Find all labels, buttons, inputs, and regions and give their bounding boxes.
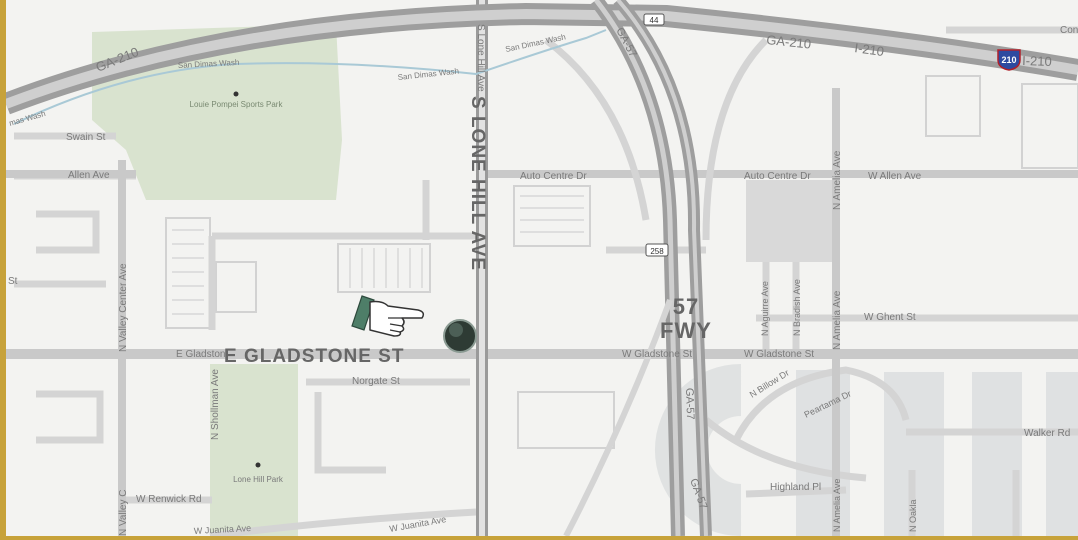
e-gladstone-st-highlight-label: E GLADSTONE ST: [224, 346, 404, 367]
shield-258-label: 258: [650, 247, 664, 256]
park-south: [210, 364, 298, 536]
w-ghent-st-label: W Ghent St: [864, 312, 916, 323]
major-streets: [6, 88, 1078, 536]
san-dimas-wash: [13, 29, 607, 125]
n-valley-center-ave-label: N Valley Center Ave: [118, 263, 129, 352]
e-gladstone-small-label: E Gladston: [176, 349, 225, 360]
n-amelia-ave-label-1: N Amelia Ave: [832, 150, 843, 210]
park-north-label: Louie Pompei Sports Park: [189, 100, 283, 109]
map-canvas: 44 210 258 GA-210 GA-210 I-210 I-210 GA-…: [6, 0, 1078, 536]
w-renwick-rd-label: W Renwick Rd: [136, 494, 202, 505]
parking-lots: [165, 75, 1078, 449]
i-210-label-1: I-210: [854, 40, 885, 59]
auto-centre-dr-label-2: Auto Centre Dr: [744, 171, 811, 182]
auto-centre-dr-label-1: Auto Centre Dr: [520, 171, 587, 182]
minor-streets: [14, 26, 1078, 536]
w-allen-ave-label: W Allen Ave: [868, 171, 922, 182]
san-dimas-wash-label-2: San Dimas Wash: [397, 67, 459, 82]
ga-57-label-mid: GA-57: [683, 388, 696, 420]
n-aguirre-ave-label: N Aguirre Ave: [760, 281, 770, 336]
gray-lot: [746, 180, 834, 262]
park-north-dot: [233, 91, 239, 97]
w-gladstone-label-2: W Gladstone St: [744, 349, 814, 360]
n-amelia-ave-label-2: N Amelia Ave: [832, 290, 843, 350]
freeways: [6, 0, 1078, 536]
fwy-word-label: FWY: [660, 318, 712, 343]
n-oakla-label: N Oakla: [908, 499, 918, 532]
park-south-label: Lone Hill Park: [233, 475, 284, 484]
route-shield-258: 258: [645, 243, 669, 257]
fwy-number-label: 57: [673, 294, 699, 319]
s-lone-hill-small-label: S Lone Hill Ave: [475, 24, 486, 92]
shield-44-label: 44: [650, 16, 659, 25]
parking-stripes: [172, 195, 584, 315]
location-marker-icon: [443, 319, 477, 353]
ga-210-label-east: GA-210: [766, 32, 812, 52]
n-bradish-ave-label: N Bradish Ave: [792, 279, 802, 336]
n-amelia-ave-label-3: N Amelia Ave: [832, 479, 842, 532]
n-valley-label: N Valley C: [118, 490, 129, 537]
route-shield-44: 44: [643, 13, 665, 26]
w-juanita-label-1: W Juanita Ave: [194, 523, 252, 536]
norgate-st-label: Norgate St: [352, 376, 400, 387]
st-label: St: [8, 276, 18, 287]
street-map: 44 210 258 GA-210 GA-210 I-210 I-210 GA-…: [6, 0, 1078, 536]
n-shollman-ave-label: N Shollman Ave: [210, 369, 221, 440]
park-south-dot: [255, 462, 261, 468]
pointing-hand-icon: [351, 295, 425, 337]
highland-pl-label: Highland Pl: [770, 482, 821, 493]
i-210-label-2: I-210: [1022, 53, 1052, 69]
walker-rd-label: Walker Rd: [1024, 428, 1070, 439]
swain-st-label: Swain St: [66, 132, 106, 143]
allen-ave-label: Allen Ave: [68, 170, 110, 181]
conc-label: Conc: [1060, 25, 1078, 36]
interstate-shield-210: 210: [997, 49, 1021, 71]
san-dimas-wash-label-1: San Dimas Wash: [178, 58, 240, 70]
shield-210-label: 210: [1001, 55, 1016, 65]
s-lone-hill-ave-highlight-label: S LONE HILL AVE: [467, 96, 488, 271]
w-gladstone-label-1: W Gladstone St: [622, 349, 692, 360]
